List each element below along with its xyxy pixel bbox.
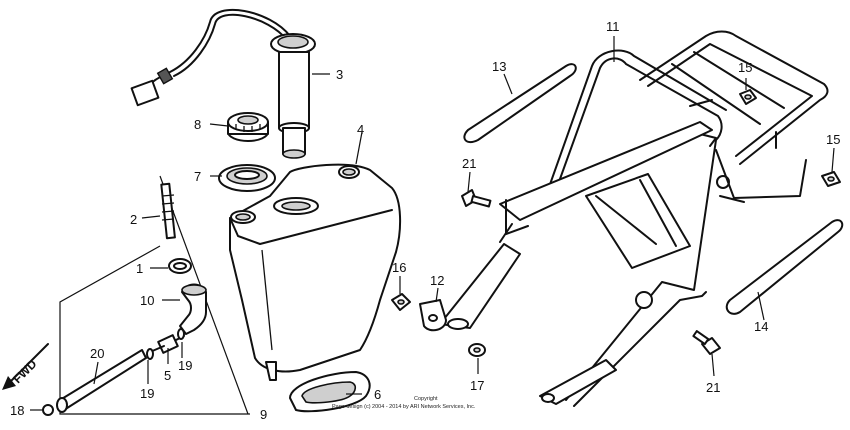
filler-cap (227, 112, 269, 142)
connector-plug (130, 79, 160, 107)
fuel-hose-20 (56, 349, 147, 413)
copyright-notice: Copyright Page design (c) 2004 - 2014 by… (332, 396, 476, 410)
fuel-hose-10 (179, 283, 207, 335)
callout-12: 12 (430, 273, 444, 288)
o-ring-19b (146, 348, 154, 360)
callout-9: 9 (260, 407, 267, 422)
callout-21-upper: 21 (462, 156, 476, 171)
rear-frame (439, 30, 829, 407)
collar-17 (468, 343, 486, 357)
callout-4: 4 (357, 122, 364, 137)
filler-grommet (218, 164, 276, 192)
callout-14: 14 (754, 319, 768, 334)
callout-labels: 1 2 3 4 5 6 7 8 9 10 11 12 13 14 15 15 1… (10, 19, 840, 422)
bolt-21-upper (461, 189, 492, 208)
nut-15-right (821, 171, 841, 187)
callout-3: 3 (336, 67, 343, 82)
callout-18: 18 (10, 403, 24, 418)
callout-19-left: 19 (140, 386, 154, 401)
nut-15-upper (739, 89, 757, 105)
callout-19-right: 19 (178, 358, 192, 373)
callout-11: 11 (606, 19, 620, 34)
callout-10: 10 (140, 293, 154, 308)
callout-1: 1 (136, 261, 143, 276)
callout-21-lower: 21 (706, 380, 720, 395)
clip-1 (168, 258, 192, 274)
callout-15-upper: 15 (738, 60, 752, 75)
callout-15-right: 15 (826, 132, 840, 147)
drain-bolt-2 (160, 182, 176, 240)
callout-20: 20 (90, 346, 104, 361)
fwd-arrow: FWD (2, 343, 49, 390)
tank-cushion (289, 371, 371, 413)
fwd-label: FWD (10, 357, 39, 386)
callout-13: 13 (492, 59, 506, 74)
clip-18 (42, 404, 54, 416)
callout-5: 5 (164, 368, 171, 383)
fuel-sender-unit (270, 33, 316, 159)
side-cover-14 (725, 219, 844, 315)
nut-16 (391, 293, 411, 311)
copyright-line-1: Copyright (414, 396, 438, 402)
copyright-line-2: Page design (c) 2004 - 2014 by ARI Netwo… (332, 404, 476, 410)
fuel-tank (229, 163, 402, 381)
callout-16: 16 (392, 260, 406, 275)
callout-8: 8 (194, 117, 201, 132)
callout-7: 7 (194, 169, 201, 184)
fuel-sender-wire (130, 8, 291, 107)
side-cover-13 (463, 63, 577, 144)
callout-2: 2 (130, 212, 137, 227)
clip-12 (419, 299, 447, 332)
group-bracket-9 (59, 175, 250, 415)
callout-6: 6 (374, 387, 381, 402)
bolt-21-lower (692, 330, 721, 355)
callout-17: 17 (470, 378, 484, 393)
o-ring-19a (177, 328, 185, 340)
leader-lines (30, 36, 835, 411)
